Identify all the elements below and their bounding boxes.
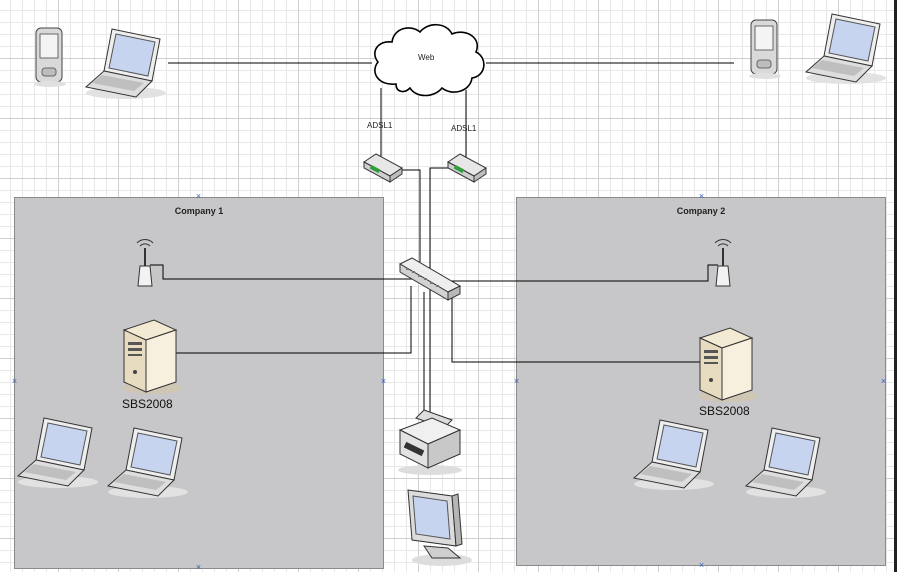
- zone-2-handle-right[interactable]: ×: [880, 376, 887, 386]
- laptop-top-left-icon[interactable]: [82, 25, 168, 103]
- zone-2-handle-bottom[interactable]: ×: [698, 560, 705, 570]
- zone-1-handle-top[interactable]: ×: [195, 191, 202, 201]
- company-1-title: Company 1: [174, 206, 224, 216]
- wireless-ap-2-icon[interactable]: [710, 238, 736, 290]
- laptop-company-2-b-icon[interactable]: [742, 424, 828, 502]
- zone-1-handle-left[interactable]: ×: [11, 376, 18, 386]
- link-switch-to-ap-2: [440, 264, 718, 282]
- server-1-label: SBS2008: [122, 397, 173, 411]
- server-2-label: SBS2008: [699, 404, 750, 418]
- wireless-ap-1-icon[interactable]: [132, 238, 158, 290]
- link-switch-to-server-1: [150, 286, 412, 354]
- adsl-modem-2-icon[interactable]: [444, 150, 490, 184]
- zone-1-handle-right[interactable]: ×: [380, 376, 387, 386]
- laptop-company-1-b-icon[interactable]: [104, 424, 190, 502]
- pda-top-right-icon[interactable]: [743, 16, 787, 80]
- laptop-company-1-a-icon[interactable]: [14, 414, 100, 492]
- server-1-icon[interactable]: [116, 316, 186, 396]
- pda-top-left-icon[interactable]: [28, 24, 72, 88]
- adsl-left-label: ADSL1: [367, 121, 393, 130]
- company-1-zone[interactable]: Company 1: [14, 197, 384, 569]
- monitor-icon[interactable]: [402, 486, 474, 572]
- zone-1-handle-bottom[interactable]: ×: [195, 562, 202, 572]
- adsl-modem-1-icon[interactable]: [360, 150, 406, 184]
- laptop-top-right-icon[interactable]: [802, 10, 888, 88]
- printer-icon[interactable]: [394, 406, 466, 478]
- network-switch-icon[interactable]: [396, 256, 464, 302]
- link-ap-1-to-switch: [150, 264, 440, 280]
- link-modem-1-to-switch: [400, 169, 421, 262]
- cloud-label: Web: [418, 53, 435, 62]
- link-switch-to-server-2: [451, 296, 724, 363]
- laptop-company-2-a-icon[interactable]: [630, 416, 716, 494]
- zone-2-handle-left[interactable]: ×: [513, 376, 520, 386]
- internet-cloud[interactable]: [366, 18, 490, 100]
- company-2-title: Company 2: [676, 206, 726, 216]
- server-2-icon[interactable]: [692, 324, 762, 404]
- adsl-right-label: ADSL1: [451, 124, 477, 133]
- zone-2-handle-top[interactable]: ×: [698, 191, 705, 201]
- link-modem-2-to-printer: [429, 167, 452, 415]
